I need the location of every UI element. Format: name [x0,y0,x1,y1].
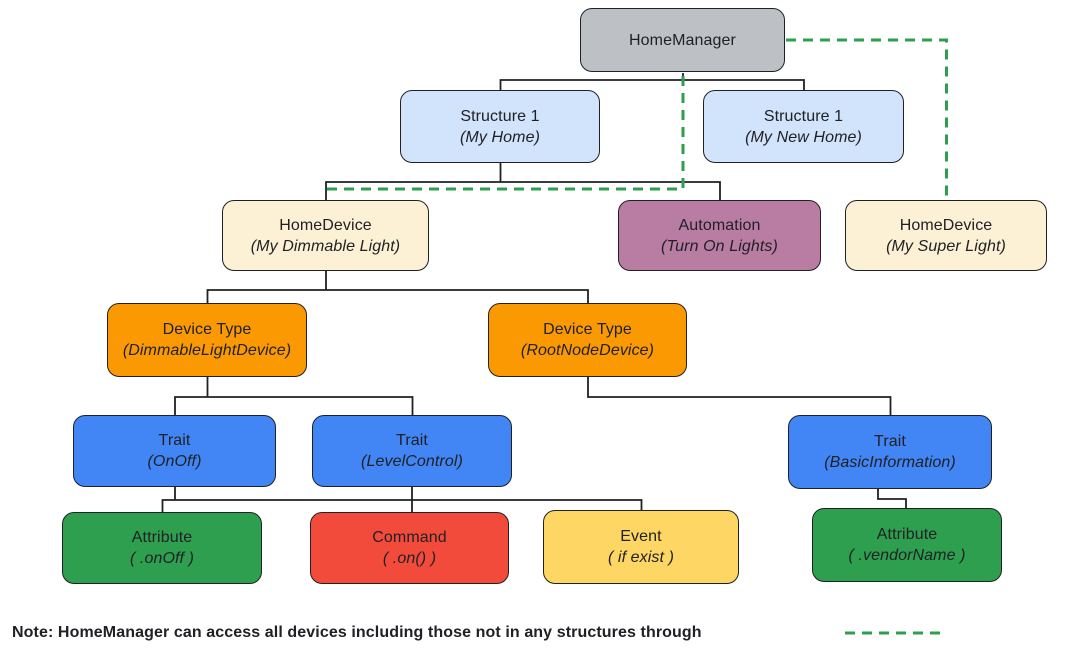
node-title: HomeManager [629,31,736,49]
node-structure-my-new-home: Structure 1 (My New Home) [703,90,904,163]
node-subtitle: (My Dimmable Light) [250,237,401,255]
node-title: Command [372,529,447,546]
node-subtitle: (My New Home) [745,128,862,146]
node-structure-my-home: Structure 1 (My Home) [400,90,600,163]
node-title: Event [620,528,662,545]
node-title: Trait [396,432,428,449]
node-subtitle: (BasicInformation) [824,454,956,471]
node-subtitle: (DimmableLightDevice) [122,342,292,359]
node-subtitle: ( .vendorName ) [848,547,966,564]
node-title: Structure 1 [460,107,540,125]
node-title: HomeDevice [899,216,993,234]
node-title: Trait [874,433,906,450]
homemanager-direct-access-dashed-line-right [786,38,948,199]
node-subtitle: (RootNodeDevice) [520,342,655,359]
node-attribute-onoff: Attribute ( .onOff ) [62,512,270,592]
node-subtitle: (OnOff) [147,453,202,470]
node-title: Attribute [876,526,938,543]
node-subtitle: (My Home) [459,128,540,146]
node-title: Device Type [162,321,252,338]
node-homedevice-my-super-light: HomeDevice (My Super Light) [845,200,1055,279]
node-title: Device Type [543,321,632,338]
node-trait-basicinformation: Trait (BasicInformation) [788,415,1000,497]
node-homemanager: HomeManager [580,8,785,72]
node-title: Automation [678,216,761,234]
node-subtitle: ( .onOff ) [129,550,195,567]
node-title: Trait [158,432,191,449]
node-command-on: Command ( .on() ) [310,512,517,592]
node-homedevice-my-dimmable-light: HomeDevice (My Dimmable Light) [222,200,437,279]
node-title: Attribute [131,529,193,546]
node-trait-levelcontrol: Trait (LevelControl) [312,415,520,495]
node-event-if-exist: Event ( if exist ) [543,510,747,592]
node-title: Structure 1 [763,107,844,125]
node-subtitle: (LevelControl) [361,453,463,470]
homemanager-direct-access-dashed-line-left [327,76,685,191]
node-trait-onoff: Trait (OnOff) [73,415,284,495]
node-subtitle: (Turn On Lights) [661,237,778,255]
node-title: HomeDevice [279,216,372,234]
node-subtitle: ( .on() ) [382,550,437,567]
node-devicetype-dimmablelightdevice: Device Type (DimmableLightDevice) [107,303,307,377]
node-subtitle: (My Super Light) [886,237,1006,255]
node-subtitle: ( if exist ) [607,549,675,566]
footer-note: Note: HomeManager can access all devices… [12,624,702,641]
node-automation-turn-on-lights: Automation (Turn On Lights) [618,200,829,279]
node-attribute-vendorname: Attribute ( .vendorName ) [812,508,1010,590]
node-devicetype-rootnodedevice: Device Type (RootNodeDevice) [488,303,687,377]
